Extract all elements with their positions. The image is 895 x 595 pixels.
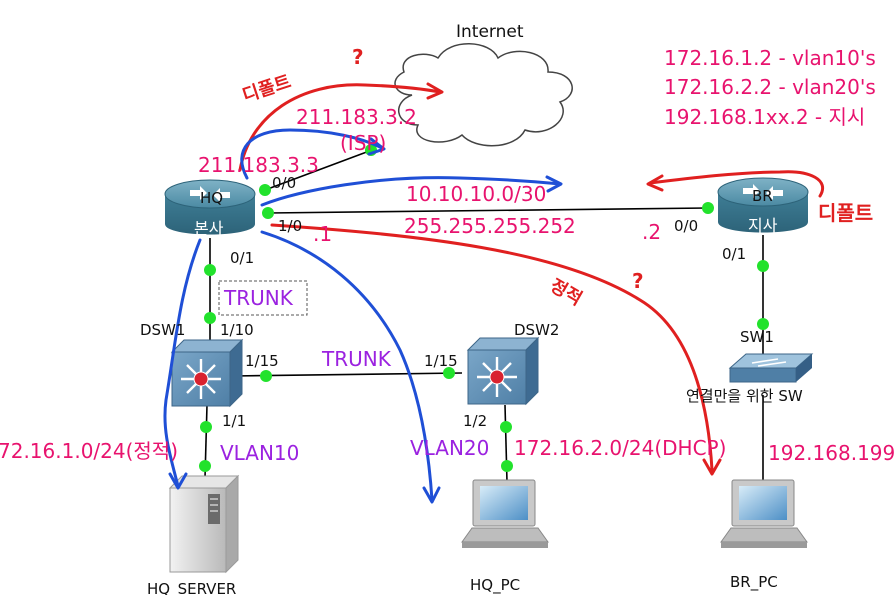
port-dot (199, 460, 211, 472)
br-name-label: BR (752, 187, 773, 205)
note-line-3: 192.168.1xx.2 - 지시 (664, 105, 865, 129)
server-drive-icon (208, 494, 220, 524)
sw1-switch[interactable] (728, 353, 814, 383)
link-hq-br (267, 207, 709, 214)
vlan20-label: VLAN20 (410, 436, 489, 460)
br-pc-label: BR_PC (730, 573, 778, 592)
hq-port-10-label: 1/0 (278, 217, 302, 235)
trunk-box-frame (218, 280, 308, 316)
dsw2-name-label: DSW2 (514, 321, 559, 339)
port-dot (443, 367, 455, 379)
handwritten-question-2: ? (632, 269, 644, 293)
dsw2-port-115-label: 1/15 (424, 352, 458, 370)
hq-pc[interactable] (461, 479, 549, 548)
hq-port-01-label: 0/1 (230, 249, 254, 267)
port-dot (200, 421, 212, 433)
hq-kor-label: 본사 (194, 219, 224, 238)
port-dot (500, 421, 512, 433)
port-dot (702, 202, 714, 214)
hq-server[interactable] (168, 474, 240, 574)
port-dot (757, 260, 769, 272)
port-dot (501, 460, 513, 472)
hq-server-label: HQ_SERVER (147, 580, 236, 595)
hq-wan-ip-label: 211.183.3.3 (198, 153, 319, 177)
br-router[interactable] (717, 177, 809, 233)
handwritten-static: 정적 (546, 275, 585, 310)
dsw1-port-110-label: 1/10 (220, 321, 254, 339)
dsw2-port-12-label: 1/2 (463, 412, 487, 430)
note-line-2: 172.16.2.2 - vlan20's (664, 75, 876, 99)
trunk-box-label: TRUNK (223, 286, 294, 310)
port-dot (262, 207, 274, 219)
handwritten-default-br: 디폴트 (818, 201, 873, 225)
hq-to-pc-blue-arrow (260, 230, 434, 502)
br-port-00-label: 0/0 (674, 217, 698, 235)
hq-pc-label: HQ_PC (470, 576, 520, 595)
hq-to-server-blue-arrow (163, 238, 202, 488)
dsw1-port-11-label: 1/1 (222, 412, 246, 430)
default-route-br-arrow (648, 170, 824, 198)
dsw2-switch[interactable] (466, 336, 540, 406)
handwritten-question-1: ? (352, 45, 364, 69)
port-dot (259, 184, 271, 196)
static-route-arrow (270, 223, 714, 472)
isp-ip-label: 211.183.3.2 (296, 105, 417, 129)
dsw1-port-115-label: 1/15 (245, 352, 279, 370)
dsw1-name-label: DSW1 (140, 321, 185, 339)
br-net-label: 192.168.199 (768, 441, 895, 465)
port-dot (204, 312, 216, 324)
link-mask-label: 255.255.255.252 (404, 214, 576, 238)
screen-icon (480, 486, 528, 520)
link-net-label: 10.10.10.0/30 (406, 182, 546, 206)
br-port-01-label: 0/1 (722, 245, 746, 263)
link-hq-isp (264, 149, 373, 191)
dsw1-switch[interactable] (170, 338, 244, 408)
trunk-mid-label: TRUNK (321, 347, 392, 371)
internet-label: Internet (456, 22, 524, 42)
port-dot (204, 264, 216, 276)
hq-name-label: HQ (200, 189, 223, 207)
handwritten-default-hq: 디폴트 (240, 71, 294, 106)
vlan10-net-label: 72.16.1.0/24(정적) (0, 439, 178, 463)
sw1-desc-label: 연결만을 위한 SW (686, 387, 803, 405)
hq-router[interactable] (164, 179, 256, 235)
isp-name-label: (ISP) (340, 131, 386, 155)
note-line-1: 172.16.1.2 - vlan10's (664, 46, 876, 70)
hq-port-00-label: 0/0 (272, 174, 296, 192)
red-pen-arrows (238, 82, 824, 476)
port-dots (199, 144, 769, 472)
port-dot (757, 318, 769, 330)
vlan10-label: VLAN10 (220, 441, 299, 465)
br-dot2-label: .2 (642, 220, 661, 244)
hq-to-isp-blue-arrow (240, 128, 384, 180)
blue-pen-arrows (163, 128, 563, 504)
router-arrows-icon (190, 186, 230, 202)
hq-to-link-blue-arrow (260, 176, 562, 207)
router-arrows-icon (743, 184, 783, 200)
port-dot (260, 370, 272, 382)
default-route-hq-arrow (238, 83, 442, 172)
vlan20-net-label: 172.16.2.0/24(DHCP) (514, 436, 726, 460)
switch-arrows-icon (751, 358, 787, 367)
br-kor-label: 지사 (748, 216, 778, 235)
br-pc[interactable] (720, 479, 808, 548)
hq-dot1-label: .1 (313, 222, 332, 246)
internet-cloud (394, 43, 573, 147)
sw1-name-label: SW1 (740, 328, 774, 346)
screen-icon (739, 486, 787, 520)
